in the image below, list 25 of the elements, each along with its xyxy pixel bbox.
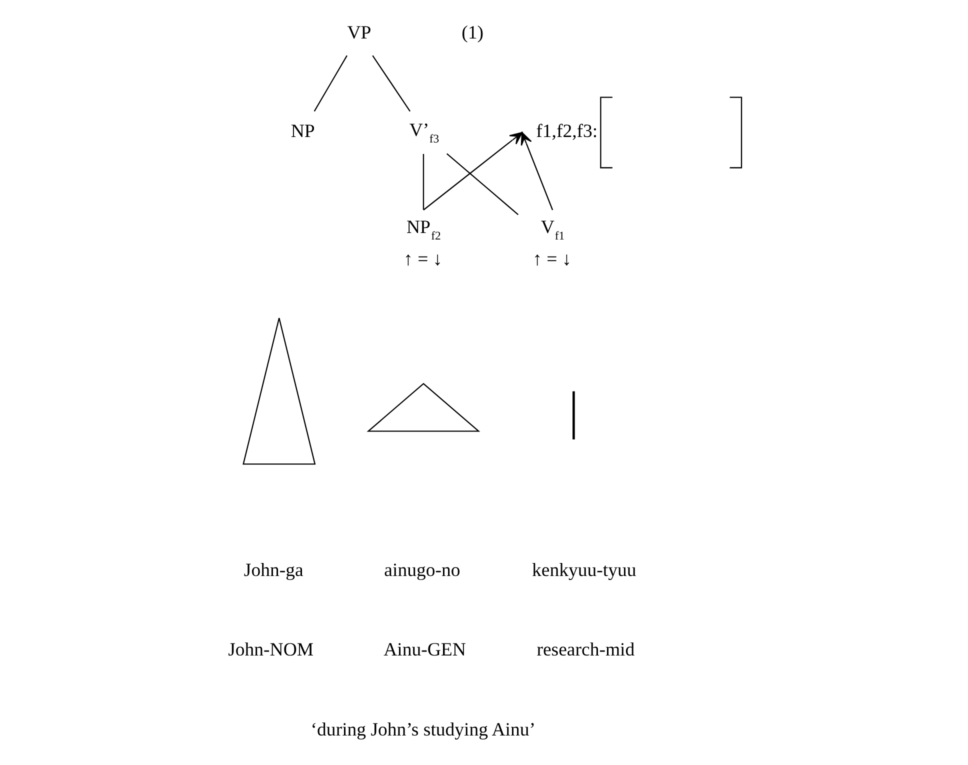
node-label: ↑ = ↓ (403, 248, 442, 270)
node-text: VP (346, 22, 371, 44)
node-text: NP (290, 120, 314, 142)
label: (1) (461, 22, 484, 44)
label: Ainu-GEN (383, 640, 466, 661)
arrow (520, 132, 553, 210)
node-triangle (242, 317, 316, 465)
node-text: NP$_{f2}$ (406, 217, 440, 243)
node-label: ↑ = ↓ (532, 248, 571, 270)
connector (313, 55, 347, 112)
label: research-mid (536, 640, 634, 661)
label: John-ga (243, 560, 303, 581)
label: ‘during John’s studying Ainu’ (310, 720, 536, 740)
node-bar (572, 391, 574, 440)
node-text: V’$_{f3}$ (408, 120, 439, 146)
label: ainugo-no (384, 560, 460, 581)
node-triangle (366, 382, 480, 432)
label: kenkyuu-tyuu (532, 560, 636, 581)
node-text: V$_{f1}$ (540, 217, 564, 243)
label: John-NOM (228, 640, 314, 661)
arrow (422, 132, 522, 210)
node-text: f1,f2,f3: (536, 120, 598, 142)
connector (422, 154, 424, 210)
connector (446, 153, 518, 216)
connector (372, 55, 410, 112)
